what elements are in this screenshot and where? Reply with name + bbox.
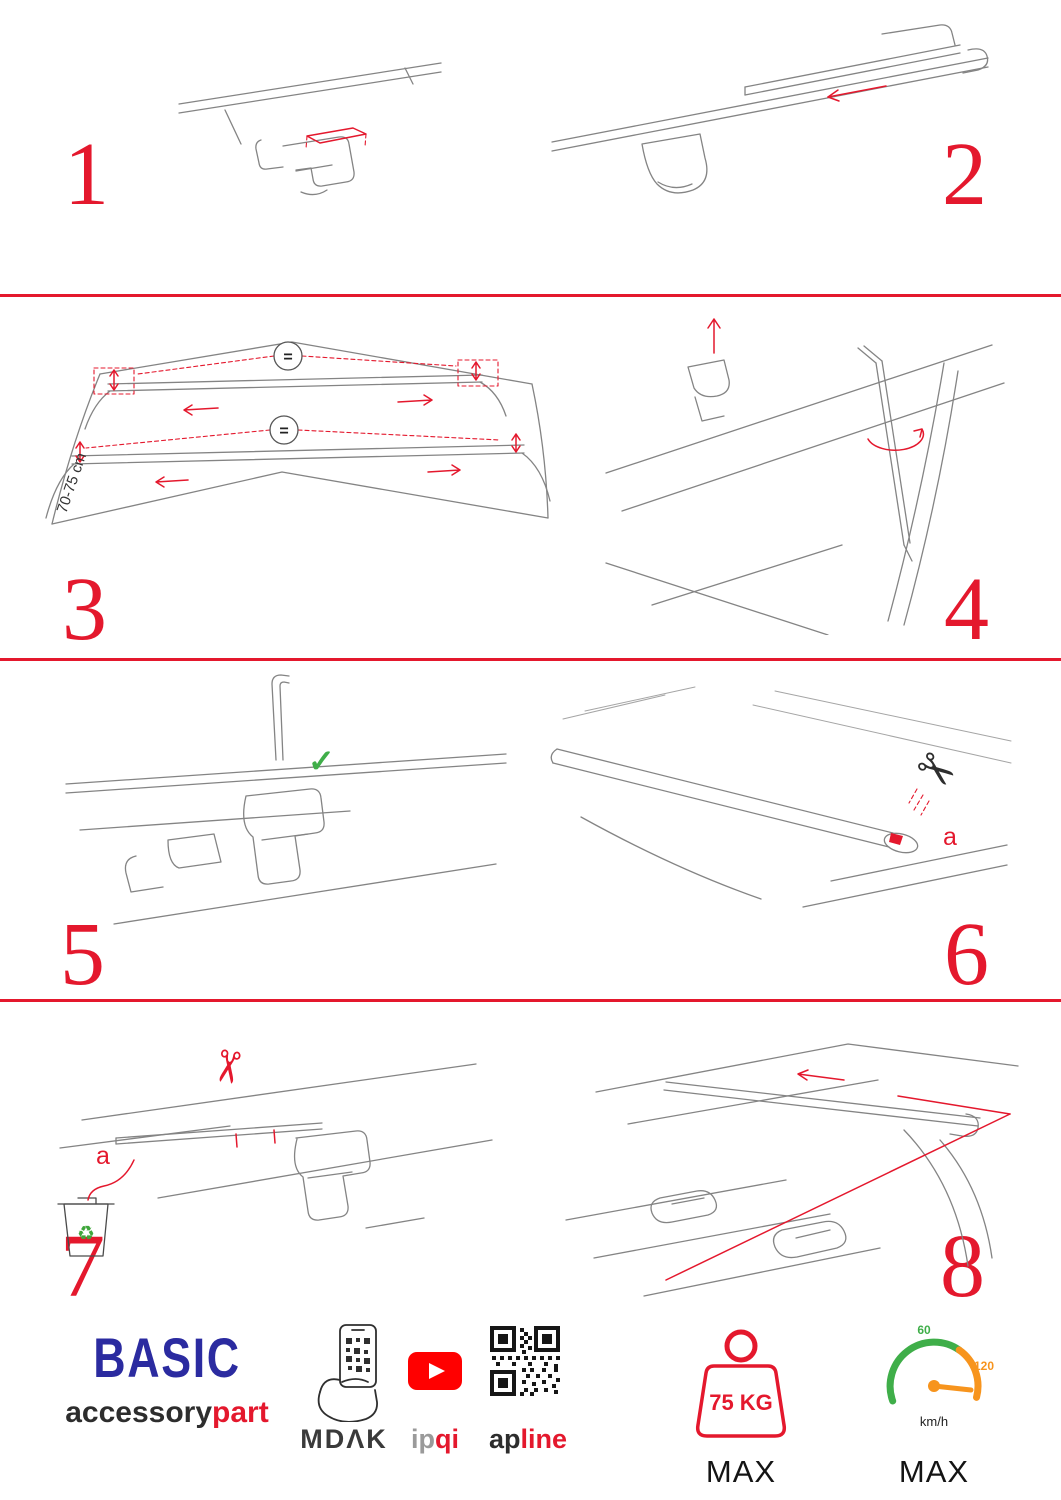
apline-red: line bbox=[520, 1424, 568, 1454]
section-divider-2 bbox=[0, 658, 1061, 661]
weight-value: 75 KG bbox=[709, 1390, 773, 1415]
section-divider-1 bbox=[0, 294, 1061, 297]
apline-logo: apline bbox=[486, 1424, 570, 1455]
step-3-number: 3 bbox=[62, 560, 107, 659]
step-2-illustration bbox=[551, 24, 989, 194]
qr-scan-phone-icon bbox=[317, 1324, 378, 1422]
equals-text-1: = bbox=[283, 349, 292, 366]
step-4-illustration bbox=[605, 318, 1005, 635]
qr-code bbox=[488, 1324, 562, 1398]
step-1-illustration bbox=[178, 62, 442, 196]
apline-dark: ap bbox=[488, 1424, 521, 1454]
brand-subtitle-dark: accessory bbox=[65, 1396, 213, 1429]
speed-120-label: 120 bbox=[974, 1359, 994, 1373]
step-5-illustration: ✓ bbox=[65, 674, 507, 925]
scissors-icon: ✂ bbox=[200, 1044, 255, 1089]
step-7-illustration: ✂ a ♻ bbox=[57, 1044, 493, 1257]
brand-subtitle: accessorypart bbox=[58, 1396, 276, 1430]
step-2-number: 2 bbox=[942, 125, 987, 224]
step-8-illustration bbox=[565, 1043, 1019, 1297]
equals-badge-1: = bbox=[273, 341, 303, 371]
brand-block: BASIC accessorypart bbox=[58, 1330, 276, 1430]
youtube-icon bbox=[408, 1352, 462, 1390]
ipqi-logo: ipqi bbox=[402, 1424, 468, 1455]
speed-max-label: MAX bbox=[898, 1454, 970, 1489]
mdak-logo: MDΛK bbox=[300, 1424, 388, 1454]
dimension-arrows bbox=[75, 355, 521, 488]
weight-max-label: MAX bbox=[705, 1454, 777, 1489]
scissors-icon: ✂ bbox=[905, 738, 967, 803]
brand-subtitle-red: part bbox=[212, 1396, 269, 1429]
step-6-number: 6 bbox=[944, 905, 989, 1004]
recycle-icon: ♻ bbox=[77, 1223, 95, 1245]
trash-bin-icon bbox=[57, 1197, 115, 1257]
ipqi-gray: ip bbox=[411, 1424, 435, 1454]
speed-unit-label: km/h bbox=[920, 1414, 948, 1429]
check-icon: ✓ bbox=[308, 743, 335, 779]
ipqi-red: qi bbox=[435, 1424, 459, 1454]
weight-icon: 75 KG bbox=[695, 1329, 787, 1438]
step-4-number: 4 bbox=[944, 560, 989, 659]
part-label-a: a bbox=[943, 823, 957, 851]
step-3-illustration: = = 70-75 cm bbox=[45, 341, 551, 525]
speedometer-icon: 60 120 km/h bbox=[886, 1323, 994, 1429]
step-1-number: 1 bbox=[64, 125, 109, 224]
brand-title: BASIC bbox=[93, 1326, 241, 1389]
section-divider-3 bbox=[0, 999, 1061, 1002]
step-5-number: 5 bbox=[60, 905, 105, 1004]
equals-text-2: = bbox=[279, 423, 288, 440]
step-6-illustration: ✂ a bbox=[550, 686, 1012, 908]
speed-60-label: 60 bbox=[917, 1323, 931, 1337]
equals-badge-2: = bbox=[269, 415, 299, 445]
part-label-a: a bbox=[96, 1142, 110, 1170]
